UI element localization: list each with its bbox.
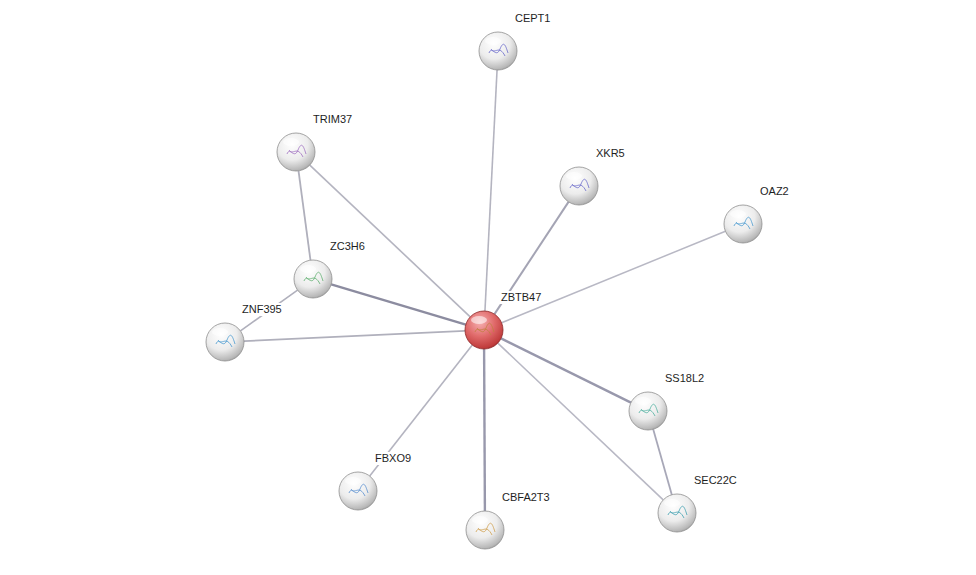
protein-node: SS18L2 (628, 391, 668, 431)
node-label: XKR5 (595, 147, 626, 160)
interaction-edge (299, 171, 311, 260)
node-circle (465, 311, 503, 349)
node-label: TRIM37 (312, 113, 353, 126)
protein-node: OAZ2 (723, 204, 763, 244)
node-circle (466, 511, 504, 549)
protein-node: TRIM37 (276, 132, 316, 172)
protein-node: ZC3H6 (293, 259, 333, 299)
protein-node: XKR5 (559, 166, 599, 206)
sphere-highlight (664, 499, 680, 507)
interaction-edge (240, 290, 297, 331)
structure-glyph (304, 272, 323, 284)
sphere-highlight (212, 328, 228, 336)
node-label: ZC3H6 (329, 240, 366, 253)
node-sphere (293, 259, 333, 299)
node-sphere (205, 322, 245, 362)
node-sphere (657, 493, 697, 533)
node-sphere (478, 31, 518, 71)
node-label: FBXO9 (374, 452, 412, 465)
sphere-highlight (485, 37, 501, 45)
node-circle (277, 133, 315, 171)
interaction-edge (502, 231, 726, 323)
interaction-edge (331, 284, 466, 324)
node-label: SS18L2 (664, 372, 705, 385)
sphere-highlight (300, 265, 316, 273)
node-circle (629, 392, 667, 430)
sphere-highlight (730, 210, 746, 218)
sphere-highlight (283, 138, 299, 146)
node-circle (206, 323, 244, 361)
structure-glyph (570, 179, 589, 191)
structure-glyph (734, 217, 753, 229)
node-circle (294, 260, 332, 298)
protein-node: ZNF395 (205, 322, 245, 362)
node-label: OAZ2 (759, 185, 790, 198)
interaction-edge (370, 345, 473, 476)
structure-glyph (475, 323, 494, 335)
node-sphere (628, 391, 668, 431)
sphere-highlight (566, 172, 582, 180)
interaction-edge (501, 338, 631, 402)
sphere-highlight (345, 477, 361, 485)
interaction-edge (483, 349, 486, 511)
interaction-edge (244, 331, 465, 341)
node-sphere (465, 510, 505, 550)
node-circle (339, 472, 377, 510)
node-label: SEC22C (693, 474, 738, 487)
protein-node: CEPT1 (478, 31, 518, 71)
structure-glyph (668, 506, 687, 518)
structure-glyph (287, 145, 306, 157)
interaction-edge (494, 202, 568, 314)
node-circle (479, 32, 517, 70)
sphere-highlight (471, 316, 487, 324)
node-circle (560, 167, 598, 205)
node-sphere (338, 471, 378, 511)
node-label: CBFA2T3 (501, 491, 551, 504)
node-sphere (276, 132, 316, 172)
node-label: ZBTB47 (500, 291, 542, 304)
node-circle (658, 494, 696, 532)
structure-glyph (349, 484, 368, 496)
protein-node: ZBTB47 (464, 310, 504, 350)
node-sphere (559, 166, 599, 206)
node-sphere (723, 204, 763, 244)
structure-glyph (216, 335, 235, 347)
node-sphere (464, 310, 504, 350)
node-label: CEPT1 (514, 12, 551, 25)
sphere-highlight (472, 516, 488, 524)
protein-node: SEC22C (657, 493, 697, 533)
node-label: ZNF395 (241, 303, 283, 316)
interaction-edge (310, 165, 470, 317)
sphere-highlight (635, 397, 651, 405)
protein-node: FBXO9 (338, 471, 378, 511)
protein-node: CBFA2T3 (465, 510, 505, 550)
structure-glyph (476, 523, 495, 535)
interaction-edge (653, 429, 672, 494)
structure-glyph (489, 44, 508, 56)
node-circle (724, 205, 762, 243)
structure-glyph (639, 404, 658, 416)
interaction-edge (485, 70, 497, 311)
